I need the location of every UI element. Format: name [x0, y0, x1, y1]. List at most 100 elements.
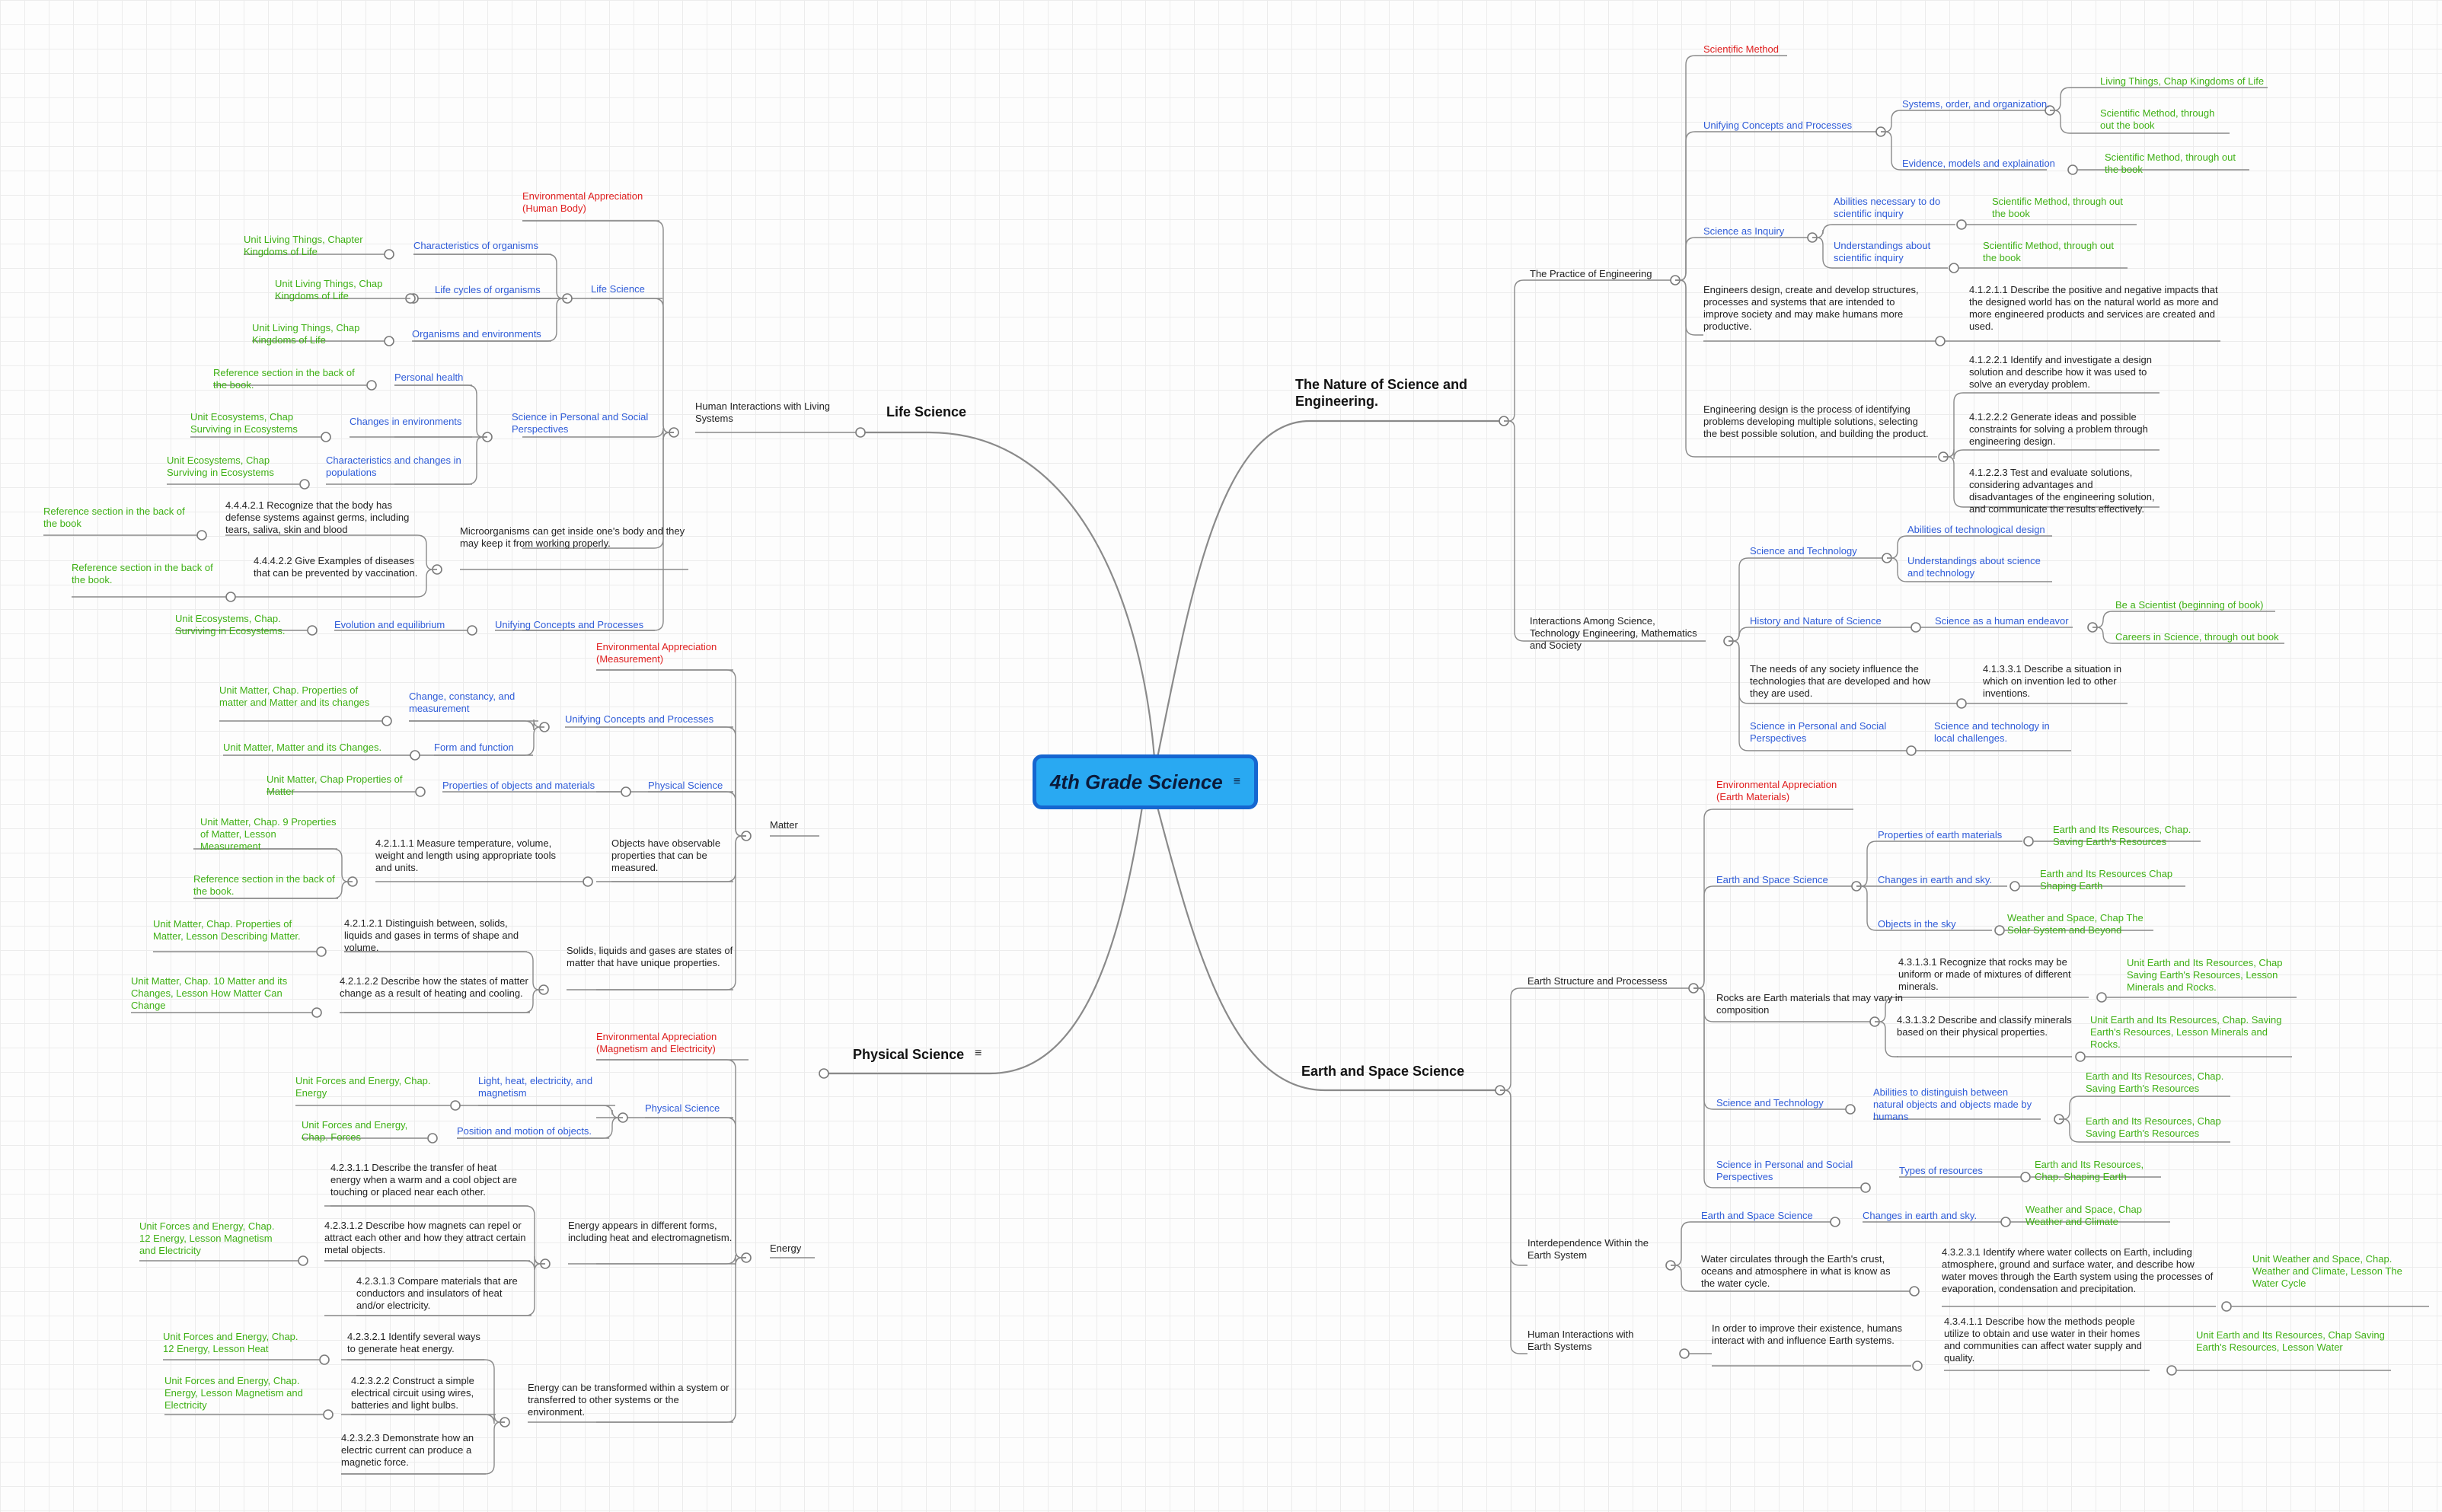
science-as-inquiry[interactable]: Science as Inquiry	[1703, 225, 1785, 237]
populations-resource[interactable]: Unit Ecosystems, Chap Surviving in Ecosy…	[167, 455, 274, 478]
position-motion-resource[interactable]: Unit Forces and Energy, Chap. Forces	[302, 1119, 408, 1143]
organisms-resource[interactable]: Unit Living Things, Chap Kingdoms of Lif…	[252, 322, 360, 346]
env-appreciation-magnetism[interactable]: Environmental Appreciation (Magnetism an…	[596, 1031, 717, 1054]
standard-4-2-3-2-3[interactable]: 4.2.3.2.3 Demonstrate how an electric cu…	[341, 1432, 474, 1468]
endeavor-resource-1[interactable]: Be a Scientist (beginning of book)	[2115, 599, 2264, 611]
characteristics-resource[interactable]: Unit Living Things, Chapter Kingdoms of …	[244, 234, 363, 257]
needs-of-society[interactable]: The needs of any society influence the t…	[1750, 663, 1931, 699]
unifying-concepts-matter[interactable]: Unifying Concepts and Processes	[565, 713, 714, 725]
changes-earth-sky-interdependence[interactable]: Changes in earth and sky.	[1863, 1210, 1978, 1221]
changes-earth-sky-interdependence-resource[interactable]: Weather and Space, Chap Weather and Clim…	[2025, 1204, 2142, 1227]
abilities-scientific-inquiry[interactable]: Abilities necessary to do scientific inq…	[1834, 196, 1941, 219]
organisms-and-environments[interactable]: Organisms and environments	[412, 328, 541, 340]
standard-4-1-2-2-1[interactable]: 4.1.2.2.1 Identify and investigate a des…	[1969, 354, 2152, 390]
standard-4-2-3-1-2[interactable]: 4.2.3.1.2 Describe how magnets can repel…	[324, 1220, 526, 1255]
standard-4-1-3-3-1[interactable]: 4.1.3.3.1 Describe a situation in which …	[1983, 663, 2122, 699]
change-constancy-resource[interactable]: Unit Matter, Chap. Properties of matter …	[219, 684, 370, 708]
microorganisms-node[interactable]: Microorganisms can get inside one's body…	[460, 525, 685, 549]
states-of-matter[interactable]: Solids, liquids and gases are states of …	[567, 945, 733, 968]
objects-in-sky[interactable]: Objects in the sky	[1878, 918, 1956, 930]
standard-4-4-4-2-2[interactable]: 4.4.4.2.2 Give Examples of diseases that…	[254, 555, 418, 579]
standard-4-3-2-3-1-resource[interactable]: Unit Weather and Space, Chap. Weather an…	[2252, 1253, 2402, 1289]
form-and-function-resource[interactable]: Unit Matter, Matter and its Changes.	[223, 742, 382, 753]
rocks-earth-materials[interactable]: Rocks are Earth materials that may vary …	[1716, 992, 1903, 1016]
practice-of-engineering[interactable]: The Practice of Engineering	[1530, 268, 1652, 279]
standard-4-2-3-2-1[interactable]: 4.2.3.2.1 Identify several ways to gener…	[347, 1331, 480, 1354]
form-and-function[interactable]: Form and function	[434, 742, 514, 753]
distinguish-resource-1[interactable]: Earth and Its Resources, Chap. Saving Ea…	[2086, 1070, 2224, 1094]
standard-4-3-1-3-2[interactable]: 4.3.1.3.2 Describe and classify minerals…	[1897, 1014, 2072, 1038]
personal-health-resource[interactable]: Reference section in the back of the boo…	[213, 367, 355, 391]
notes-icon[interactable]: ≡	[1233, 775, 1241, 788]
earth-and-space-science-node[interactable]: Earth and Space Science	[1716, 874, 1828, 885]
earth-structure-processes[interactable]: Earth Structure and Processess	[1527, 975, 1668, 987]
unifying-concepts-nature[interactable]: Unifying Concepts and Processes	[1703, 120, 1853, 131]
systems-order-organization[interactable]: Systems, order, and organization.	[1902, 98, 2050, 110]
standard-4-2-1-2-2[interactable]: 4.2.1.2.2 Describe how the states of mat…	[340, 975, 528, 999]
changes-in-environments-resource[interactable]: Unit Ecosystems, Chap Surviving in Ecosy…	[190, 411, 298, 435]
env-appreciation-human-body[interactable]: Environmental Appreciation (Human Body)	[522, 190, 643, 214]
evidence-resource[interactable]: Scientific Method, through out the book	[2105, 152, 2236, 175]
standard-4-3-2-3-1[interactable]: 4.3.2.3.1 Identify where water collects …	[1942, 1246, 2214, 1294]
distinguish-natural-objects[interactable]: Abilities to distinguish between natural…	[1873, 1086, 2032, 1122]
science-and-technology-nature[interactable]: Science and Technology	[1750, 545, 1857, 557]
standard-4-1-2-2-2[interactable]: 4.1.2.2.2 Generate ideas and possible co…	[1969, 411, 2148, 447]
evidence-models-explanation[interactable]: Evidence, models and explaination	[1902, 158, 2055, 169]
position-and-motion[interactable]: Position and motion of objects.	[457, 1125, 592, 1137]
science-and-technology-earth[interactable]: Science and Technology	[1716, 1097, 1824, 1108]
distinguish-resource-2[interactable]: Earth and Its Resources, Chap Saving Ear…	[2086, 1115, 2221, 1139]
types-of-resources[interactable]: Types of resources	[1899, 1165, 1983, 1176]
energy-node[interactable]: Energy	[770, 1242, 802, 1254]
light-heat-resource[interactable]: Unit Forces and Energy, Chap. Energy	[295, 1075, 431, 1099]
systems-resource-1[interactable]: Living Things, Chap Kingdoms of Life	[2100, 75, 2265, 87]
standard-4-2-3-1-1[interactable]: 4.2.3.1.1 Describe the transfer of heat …	[330, 1162, 517, 1198]
history-nature-of-science[interactable]: History and Nature of Science	[1750, 615, 1882, 627]
standard-4-2-1-1-1-resource-2[interactable]: Reference section in the back of the boo…	[193, 873, 335, 897]
standard-4-2-3-2-2[interactable]: 4.2.3.2.2 Construct a simple electrical …	[351, 1375, 474, 1411]
energy-transformed[interactable]: Energy can be transformed within a syste…	[528, 1382, 729, 1418]
changes-earth-sky-resource[interactable]: Earth and Its Resources Chap Shaping Ear…	[2040, 868, 2173, 892]
standard-4-2-1-1-1[interactable]: 4.2.1.1.1 Measure temperature, volume, w…	[375, 837, 557, 873]
standard-4-3-4-1-1[interactable]: 4.3.4.1.1 Describe how the methods peopl…	[1944, 1316, 2142, 1364]
change-constancy-measurement[interactable]: Change, constancy, and measurement	[409, 691, 516, 714]
understandings-resource[interactable]: Scientific Method, through out the book	[1983, 240, 2114, 263]
human-interactions-earth-systems[interactable]: Human Interactions with Earth Systems	[1527, 1329, 1634, 1352]
topic-life-science[interactable]: Life Science	[886, 404, 967, 419]
standard-4-3-4-1-1-resource[interactable]: Unit Earth and Its Resources, Chap Savin…	[2196, 1329, 2385, 1353]
engineering-design-process[interactable]: Engineering design is the process of ide…	[1703, 404, 1929, 439]
properties-resource[interactable]: Unit Matter, Chap Properties of Matter	[267, 774, 403, 797]
understandings-science-technology[interactable]: Understandings about science and technol…	[1907, 555, 2041, 579]
evolution-resource[interactable]: Unit Ecosystems, Chap. Surviving in Ecos…	[175, 613, 286, 636]
science-human-endeavor[interactable]: Science as a human endeavor	[1935, 615, 2069, 627]
properties-earth-resource[interactable]: Earth and Its Resources, Chap. Saving Ea…	[2053, 824, 2191, 847]
types-of-resources-resource[interactable]: Earth and Its Resources, Chap. Shaping E…	[2035, 1159, 2144, 1182]
engineers-design[interactable]: Engineers design, create and develop str…	[1703, 284, 1919, 332]
topic-earth-space-science[interactable]: Earth and Space Science	[1301, 1064, 1465, 1079]
objects-in-sky-resource[interactable]: Weather and Space, Chap The Solar System…	[2007, 912, 2144, 936]
matter-node[interactable]: Matter	[770, 819, 798, 831]
characteristics-changes-populations[interactable]: Characteristics and changes in populatio…	[326, 455, 461, 478]
standard-4-1-2-1-1[interactable]: 4.1.2.1.1 Describe the positive and nega…	[1969, 284, 2219, 332]
unifying-concepts-life[interactable]: Unifying Concepts and Processes	[495, 619, 644, 630]
personal-social-perspectives[interactable]: Science in Personal and Social Perspecti…	[512, 411, 649, 435]
scientific-method[interactable]: Scientific Method	[1703, 43, 1779, 55]
earth-and-space-science-interdependence[interactable]: Earth and Space Science	[1701, 1210, 1813, 1221]
physical-science-energy[interactable]: Physical Science	[645, 1102, 720, 1114]
water-cycle-node[interactable]: Water circulates through the Earth's cru…	[1701, 1253, 1891, 1289]
standard-4-2-3-2-2-resource[interactable]: Unit Forces and Energy, Chap. Energy, Le…	[164, 1375, 303, 1411]
properties-earth-materials[interactable]: Properties of earth materials	[1878, 829, 2003, 841]
standard-4-2-1-2-2-resource[interactable]: Unit Matter, Chap. 10 Matter and its Cha…	[131, 975, 288, 1011]
notes-icon[interactable]: ≡	[975, 1047, 982, 1060]
interactions-among-stem[interactable]: Interactions Among Science, Technology E…	[1530, 615, 1697, 651]
objects-observable-properties[interactable]: Objects have observable properties that …	[611, 837, 721, 873]
human-interactions-living-systems[interactable]: Human Interactions with Living Systems	[695, 400, 831, 424]
abilities-resource[interactable]: Scientific Method, through out the book	[1992, 196, 2123, 219]
standard-4-4-4-2-1[interactable]: 4.4.4.2.1 Recognize that the body has de…	[225, 499, 410, 535]
physical-science-matter[interactable]: Physical Science	[648, 780, 723, 791]
endeavor-resource-2[interactable]: Careers in Science, through out book	[2115, 631, 2279, 643]
env-appreciation-earth-materials[interactable]: Environmental Appreciation (Earth Materi…	[1716, 779, 1837, 802]
changes-in-environments[interactable]: Changes in environments	[350, 416, 462, 427]
systems-resource-2[interactable]: Scientific Method, through out the book	[2100, 107, 2215, 131]
standard-4-2-3-2-1-resource[interactable]: Unit Forces and Energy, Chap. 12 Energy,…	[163, 1331, 298, 1354]
improve-existence-node[interactable]: In order to improve their existence, hum…	[1712, 1322, 1903, 1346]
